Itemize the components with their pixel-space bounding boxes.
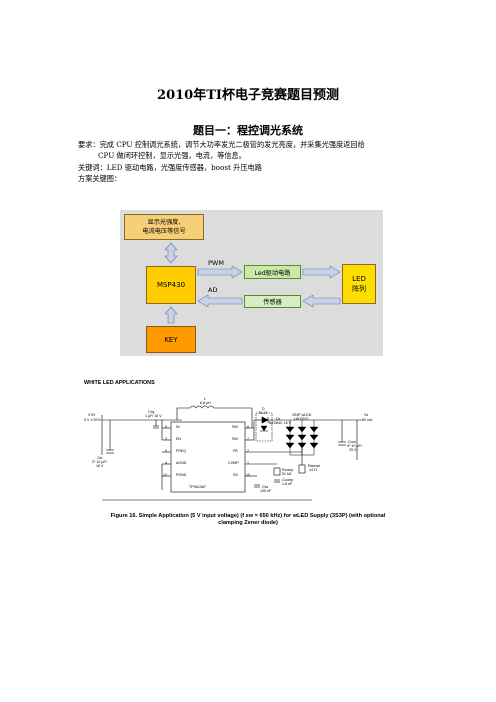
driver-led-arrow: [302, 265, 341, 279]
pin-num-6: 6: [165, 425, 167, 429]
cout-value: 4* 10 µF/: [347, 444, 362, 448]
pin-en: EN: [176, 437, 181, 441]
inductor-symbol: [176, 405, 253, 428]
cout-label: Cout: [348, 440, 356, 444]
requirement-line-1: 要求：完成 CPU 控制调光系统，调节大功率发光二极管的发光亮度，并采集光强度返…: [78, 140, 365, 149]
css-value: 100 nF: [260, 489, 272, 493]
rcomp-value: 51 kΩ: [282, 472, 292, 476]
led-array-label-line-1: LED: [352, 275, 366, 283]
mcu-driver-arrow: [197, 265, 243, 279]
schematic-wires: [101, 405, 362, 501]
pin-num-1: 1: [247, 461, 249, 465]
rsense-symbol: [298, 464, 306, 474]
pin-num-10: 10: [246, 473, 250, 477]
cout-voltage: 25 V: [349, 448, 357, 452]
cin-voltage: 16 V: [96, 464, 104, 468]
chip-outline: [170, 421, 246, 493]
led-sensor-arrow: [302, 294, 341, 308]
pin-num-12: 12: [163, 473, 167, 477]
sensor-block: 传感器: [244, 295, 301, 308]
inductor-value: 6.8 µH: [200, 401, 211, 405]
zener-symbol: [260, 425, 268, 432]
vin-value: 5 V ± 20%: [84, 418, 101, 422]
vs-label: Vs: [364, 413, 369, 417]
schematic-heading: WHITE LED APPLICATIONS: [84, 380, 155, 386]
ad-label: AD: [208, 286, 218, 294]
display-block: 显示光强度, 电流电压等信号: [124, 214, 204, 240]
led-driver-label: Led驱动电路: [254, 269, 291, 277]
display-mcu-arrow: [164, 242, 178, 264]
pin-num-9: 9: [165, 449, 167, 453]
rcomp-symbol: [273, 467, 281, 476]
ccomp-value: 1.8 nF: [282, 482, 293, 486]
led-driver-block: Led驱动电路: [244, 265, 301, 279]
mcu-block: MSP430: [146, 266, 196, 304]
rcomp-label: Rcomp: [282, 468, 294, 472]
cby-label: Cby: [148, 410, 155, 414]
cin-label: Cin: [97, 456, 103, 460]
led-array-label-line-2: 阵列: [352, 285, 366, 293]
display-label-line-1: 显示光强度,: [147, 219, 181, 226]
zener-label: Dz: [276, 417, 281, 421]
sensor-label: 传感器: [263, 299, 282, 306]
figure-caption: Figure 16. Simple Application (5 V input…: [82, 513, 414, 527]
pin-num-3: 3: [165, 437, 167, 441]
pin-num-2: 2: [247, 449, 249, 453]
key-block: KEY: [146, 326, 196, 353]
pin-pgnd: PGND: [176, 473, 187, 477]
keywords-line: 关键词：LED 驱动电路，光强度传感器，boost 升压电路: [78, 163, 262, 172]
led-array-block: LED 阵列: [342, 264, 376, 304]
inductor-label: L: [204, 397, 206, 401]
rsense-value: 14 Ω: [309, 468, 317, 472]
pin-ss: SS: [233, 473, 238, 477]
figure-caption-line-1: Figure 16. Simple Application (5 V input…: [110, 513, 386, 519]
key-label: KEY: [164, 335, 178, 344]
requirement-line-2: CPU 做闭环控制，显示光强，电流，等信息。: [98, 151, 246, 160]
scheme-intro: 方案关键图：: [78, 174, 122, 183]
section-title: 题目一：程控调光系统: [193, 124, 303, 137]
pin-num-7: 7: [247, 437, 249, 441]
display-label-line-2: 电流电压等信号: [142, 228, 186, 235]
ccomp-label: Ccomp: [282, 478, 294, 482]
pin-sw-1: SW: [232, 425, 238, 429]
led-matrix: [285, 420, 319, 456]
zener-value: BZX84C 18 V: [269, 421, 291, 425]
document-title: 2010年TI杯电子竞赛题目预测: [157, 88, 339, 103]
wled-part: LW E67C: [294, 417, 310, 421]
key-mcu-arrow: [164, 306, 178, 324]
schematic: WHITE LED APPLICATIONS: [82, 380, 414, 545]
pin-comp: COMP: [228, 461, 239, 465]
pin-in: IN: [176, 425, 180, 429]
css-label: Css: [262, 485, 269, 489]
cin-value: 2* 10 µF/: [92, 460, 107, 464]
pin-num-4: 4: [165, 461, 167, 465]
pin-fb: FB: [233, 449, 238, 453]
pin-sw-2: SW: [232, 437, 238, 441]
vs-value: 60 mA: [362, 418, 373, 422]
cby-value: 1 µF/ 16 V: [145, 414, 162, 418]
wled-label: 3S3P wLED: [292, 413, 312, 417]
sensor-mcu-arrow: [197, 294, 243, 308]
block-diagram: 显示光强度, 电流电压等信号 MSP430 Led驱动电路 传感器 LED 阵列…: [120, 210, 383, 356]
chip-label: TPS61087: [189, 485, 206, 489]
pwm-label: PWM: [208, 259, 224, 267]
figure-caption-line-2: clamping Zener diode): [218, 520, 278, 526]
diode-label: D: [262, 407, 265, 411]
rsense-label: Rsense: [308, 464, 321, 468]
mcu-label: MSP430: [156, 281, 186, 289]
pin-freq: FREQ: [176, 449, 186, 453]
block-arrows: [164, 242, 341, 324]
diode-value: SL22: [259, 411, 268, 415]
pin-num-8: 8: [247, 425, 249, 429]
vin-label: V IN: [88, 413, 95, 417]
pin-agnd: AGND: [176, 461, 187, 465]
